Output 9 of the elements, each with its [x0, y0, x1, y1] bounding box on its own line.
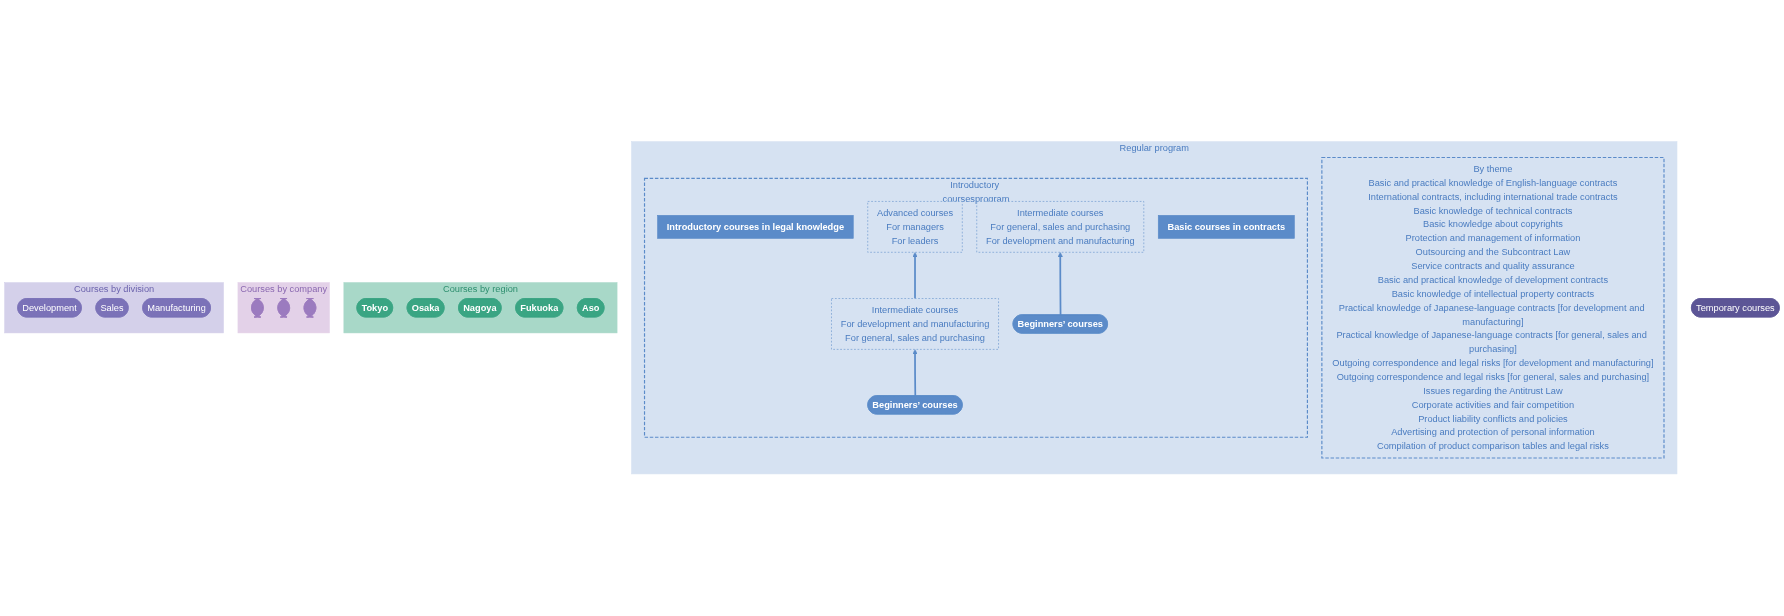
cluster: Courses by company [237, 282, 330, 334]
arrow [912, 349, 918, 397]
node-box: Introductory courses in legal knowledge [657, 215, 854, 239]
node-box: Intermediate courses For development and manufacturing For general, sales and purchasing [831, 298, 999, 350]
node-box: By theme Basic and practical knowledge of English-language contracts International contracts, including international trade contracts Basic knowledge of technical contracts Basic knowledge about copyrights Protection and management of information Outsourcing and the Subcontract Law Service contracts and quality assurance Basic and practical knowledge of development contracts Basic knowledge of intellectual property contracts Practical knowledge of Japanese-language contracts [for development and manufacturing] Practical knowledge of Japanese-language contracts [for general, sales and purchasing] Outgoing correspondence and legal risks [for development and manufacturing] Outgoing correspondence and legal risks [for general, sales and purchasing] Issues regarding the Antitrust Law Corporate activities and fair competition Product liability conflicts and policies Advertising and protection of personal information Compilation of product comparison tables and legal risks [1321, 157, 1665, 459]
node-box: Advanced courses For managers For leaders [867, 201, 963, 253]
node-box: Intermediate courses For general, sales and purchasing For development and manufacturing [976, 201, 1145, 253]
node-box: Basic courses in contracts [1157, 215, 1295, 239]
arrow [912, 252, 918, 300]
